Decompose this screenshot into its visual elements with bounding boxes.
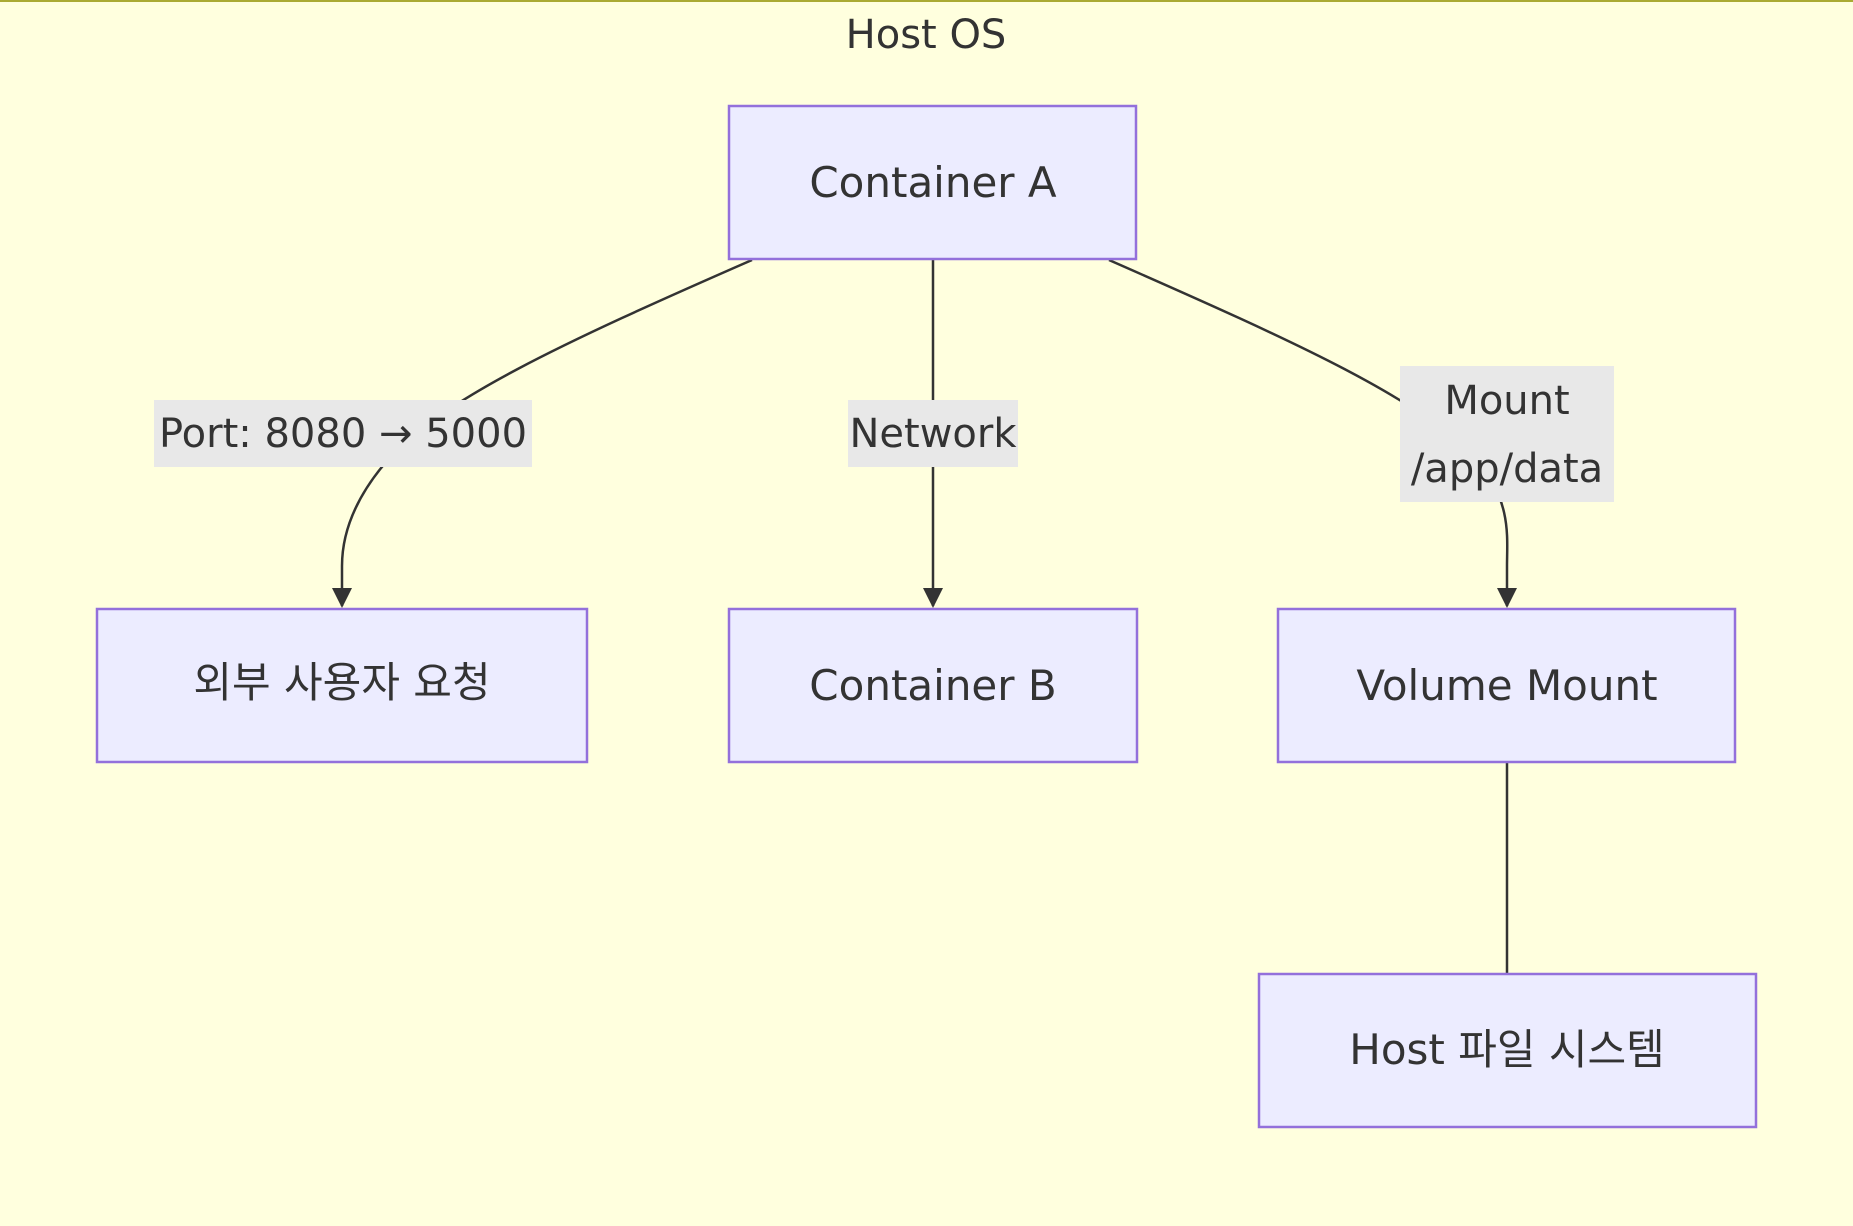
edge-label-mount-background — [1400, 366, 1614, 502]
node-host-filesystem-box — [1257, 972, 1758, 1129]
cluster-title: Host OS — [846, 12, 1007, 58]
node-host-filesystem[interactable]: Host 파일 시스템 — [1257, 972, 1758, 1129]
node-volume-mount-label: Volume Mount — [1356, 661, 1657, 710]
edge-label-port: Port: 8080 → 5000 — [154, 400, 532, 467]
edge-label-network-text: Network — [849, 411, 1017, 457]
node-external-request-label: 외부 사용자 요청 — [193, 658, 490, 707]
edge-label-mount: Mount /app/data — [1400, 366, 1614, 502]
node-container-b-label: Container B — [809, 661, 1056, 710]
edge-label-port-text: Port: 8080 → 5000 — [159, 411, 527, 457]
edge-label-mount-line1: Mount — [1444, 378, 1569, 424]
edge-label-port-background — [154, 400, 532, 467]
node-external-request[interactable]: 외부 사용자 요청 — [95, 607, 589, 764]
node-volume-mount-box — [1276, 607, 1737, 764]
node-container-a-box — [727, 104, 1138, 261]
node-host-filesystem-label: Host 파일 시스템 — [1349, 1025, 1665, 1074]
edge-label-mount-line2: /app/data — [1411, 446, 1603, 492]
node-volume-mount[interactable]: Volume Mount — [1276, 607, 1737, 764]
node-container-a[interactable]: Container A — [727, 104, 1138, 261]
node-container-a-label: Container A — [809, 158, 1057, 207]
edge-label-network-background — [848, 400, 1018, 467]
node-external-request-box — [95, 607, 589, 764]
node-container-b[interactable]: Container B — [727, 607, 1139, 764]
edge-label-network: Network — [848, 400, 1018, 467]
node-container-b-box — [727, 607, 1139, 764]
